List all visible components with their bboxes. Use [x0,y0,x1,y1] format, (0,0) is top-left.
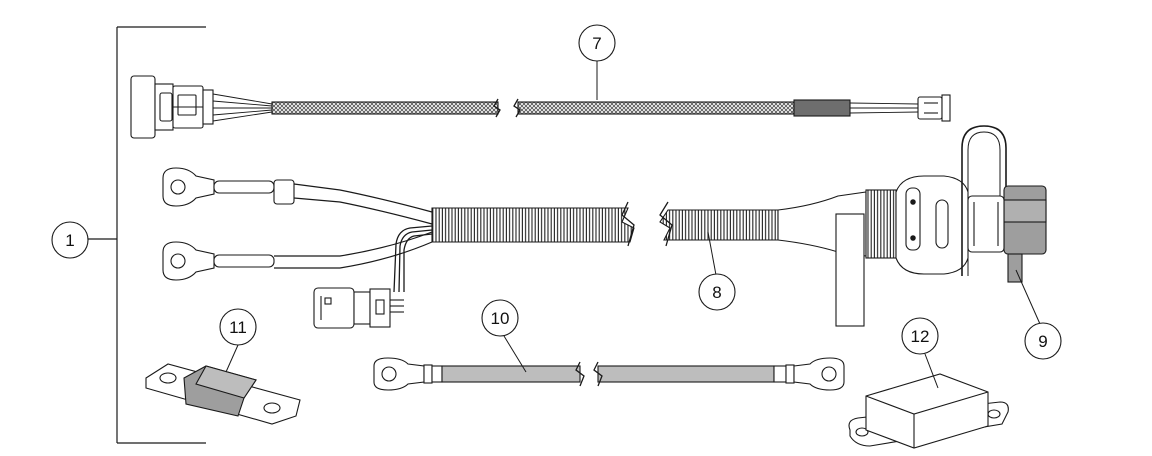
harness-braid-left [271,101,499,115]
callout-7-label: 7 [592,34,601,53]
splice-sleeve [273,179,295,205]
callout-10: 10 [481,299,519,337]
conduit-break-mark [621,201,673,247]
conduit-right [659,209,779,241]
harness-fanout-wires [212,93,273,122]
harness-cables [274,183,433,269]
callout-8-label: 8 [712,283,721,302]
callout-1-label: 1 [65,231,74,250]
relay-box [865,373,989,449]
ground-cable-left-section [441,365,581,383]
harness-left-connector [130,75,214,139]
ground-cable-break-mark [575,361,603,387]
relay-module [848,373,1009,449]
harness-braid-right [517,101,795,115]
callout-12-label: 12 [911,327,930,346]
plug-cap [961,125,1047,283]
callout-7: 7 [578,24,616,62]
harness-heatshrink [793,99,851,117]
callout-1: 1 [51,221,89,259]
braided-harness [130,75,951,139]
callout-12: 12 [901,317,939,355]
cap-tether-loop [961,125,1007,276]
mega-fuse [145,363,301,425]
main-power-harness [162,167,969,329]
harness-right-connector [917,94,951,122]
harness-break-mark [493,98,521,118]
callout-8: 8 [698,273,736,311]
ground-cable-right-terminal [773,357,845,391]
ring-terminal-lower [162,241,275,281]
callout-11: 11 [219,308,257,346]
pigtail-connector [313,287,404,329]
callout-9-label: 9 [1038,332,1047,351]
callout-9: 9 [1024,322,1062,360]
pigtail-wires [393,225,433,293]
ground-cable-left-terminal [373,357,443,391]
harness-right-wires [849,102,919,114]
mounting-strap [835,213,865,327]
kit-bracket [88,26,206,444]
conduit-left [431,207,635,243]
ring-terminal-upper [162,167,275,207]
callout-10-label: 10 [491,309,510,328]
ground-cable [373,357,845,391]
callout-leaders [225,61,1041,389]
callout-11-label: 11 [229,318,247,337]
boot-collar [865,189,897,259]
ground-cable-right-section [597,365,775,383]
